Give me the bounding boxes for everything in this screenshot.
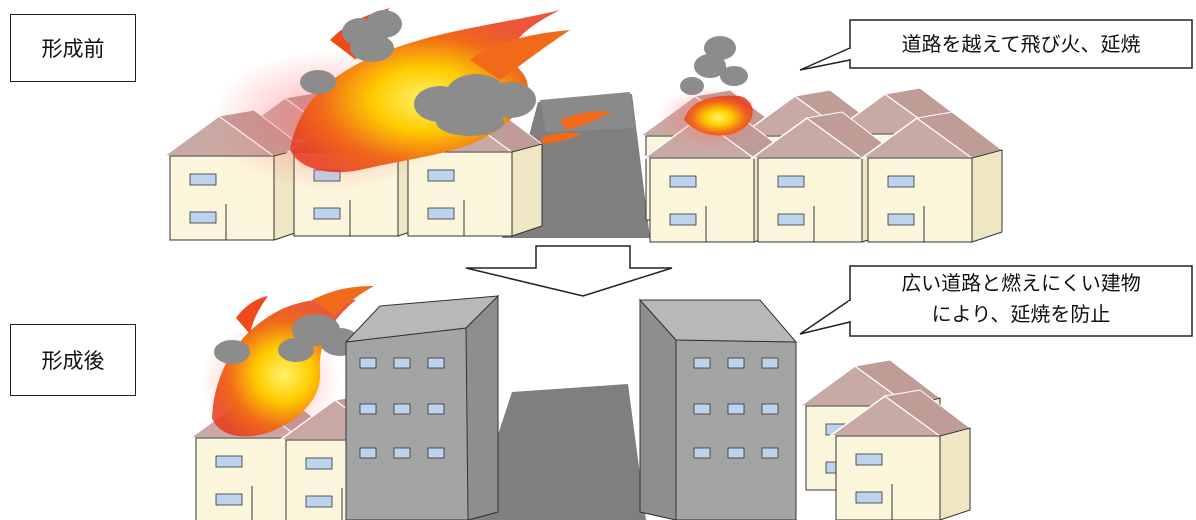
callout-before-text: 道路を越えて飛び火、延焼 <box>850 20 1192 68</box>
label-before: 形成前 <box>10 14 136 82</box>
building-right <box>640 300 796 520</box>
down-arrow <box>466 246 672 296</box>
label-after: 形成後 <box>10 324 136 396</box>
callout-after-line1: 広い道路と燃えにくい建物 <box>850 268 1192 299</box>
callout-after-line2: により、延焼を防止 <box>850 299 1192 330</box>
building-left <box>346 296 498 520</box>
callout-after-text: 広い道路と燃えにくい建物 により、延焼を防止 <box>850 268 1192 330</box>
